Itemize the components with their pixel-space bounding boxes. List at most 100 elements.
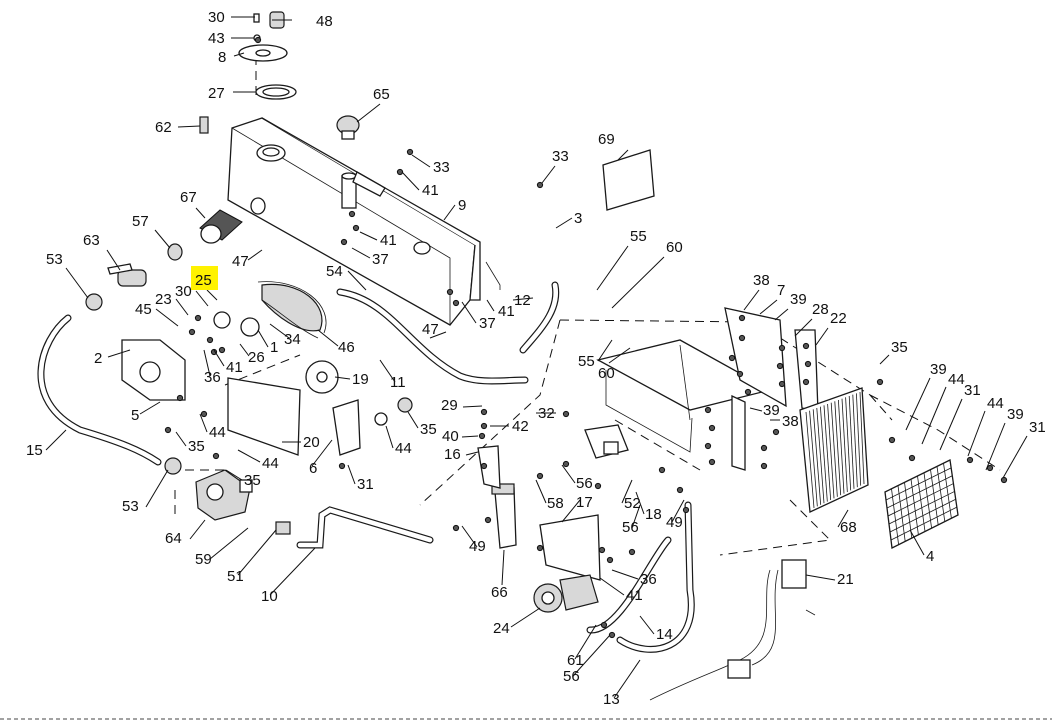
callout-41[interactable]: 41	[498, 303, 515, 320]
callout-53[interactable]: 53	[46, 251, 63, 268]
callout-16[interactable]: 16	[444, 446, 461, 463]
callout-58[interactable]: 58	[547, 495, 564, 512]
bolt-washer	[254, 36, 262, 44]
callout-52[interactable]: 52	[624, 495, 641, 512]
callout-32[interactable]: 32	[538, 405, 555, 422]
callout-54[interactable]: 54	[326, 263, 343, 280]
callout-4[interactable]: 4	[926, 548, 934, 565]
callout-27[interactable]: 27	[208, 85, 225, 102]
callout-57[interactable]: 57	[132, 213, 149, 230]
callout-36[interactable]: 36	[640, 571, 657, 588]
callout-33[interactable]: 33	[433, 159, 450, 176]
leader-line	[385, 425, 394, 449]
callout-24[interactable]: 24	[493, 620, 510, 637]
callout-33[interactable]: 33	[552, 148, 569, 165]
callout-29[interactable]: 29	[441, 397, 458, 414]
callout-31[interactable]: 31	[964, 382, 981, 399]
callout-31[interactable]: 31	[1029, 419, 1046, 436]
callout-3[interactable]: 3	[574, 210, 582, 227]
callout-39[interactable]: 39	[763, 402, 780, 419]
callout-11[interactable]: 11	[390, 374, 406, 391]
callout-25-highlighted[interactable]: 25	[195, 272, 212, 289]
callout-46[interactable]: 46	[338, 339, 355, 356]
callout-37[interactable]: 37	[372, 251, 389, 268]
callout-67[interactable]: 67	[180, 189, 197, 206]
callout-53[interactable]: 53	[122, 498, 139, 515]
callout-35[interactable]: 35	[891, 339, 908, 356]
callout-37[interactable]: 37	[479, 315, 496, 332]
callout-35[interactable]: 35	[420, 421, 437, 438]
callout-45[interactable]: 45	[135, 301, 152, 318]
callout-26[interactable]: 26	[248, 349, 265, 366]
callout-56[interactable]: 56	[576, 475, 593, 492]
callout-56[interactable]: 56	[563, 668, 580, 685]
callout-14[interactable]: 14	[656, 626, 673, 643]
callout-34[interactable]: 34	[284, 331, 301, 348]
mesh-line	[891, 488, 899, 545]
callout-1[interactable]: 1	[270, 339, 278, 356]
callout-41[interactable]: 41	[422, 182, 439, 199]
callout-64[interactable]: 64	[165, 530, 182, 547]
callout-30[interactable]: 30	[175, 283, 192, 300]
callout-35[interactable]: 35	[244, 472, 261, 489]
callout-41[interactable]: 41	[226, 359, 243, 376]
callout-36[interactable]: 36	[204, 369, 221, 386]
callout-44[interactable]: 44	[395, 440, 412, 457]
callout-41[interactable]: 41	[380, 232, 397, 249]
callout-18[interactable]: 18	[645, 506, 662, 523]
callout-7[interactable]: 7	[777, 282, 785, 299]
callout-30[interactable]: 30	[208, 9, 225, 26]
callout-39[interactable]: 39	[930, 361, 947, 378]
callout-12[interactable]: 12	[514, 292, 531, 309]
callout-9[interactable]: 9	[458, 197, 466, 214]
callout-2[interactable]: 2	[94, 350, 102, 367]
callout-61[interactable]: 61	[567, 652, 584, 669]
callout-49[interactable]: 49	[666, 514, 683, 531]
callout-62[interactable]: 62	[155, 119, 172, 136]
callout-55[interactable]: 55	[578, 353, 595, 370]
callout-15[interactable]: 15	[26, 442, 43, 459]
callout-47[interactable]: 47	[232, 253, 249, 270]
callout-44[interactable]: 44	[987, 395, 1004, 412]
callout-40[interactable]: 40	[442, 428, 459, 445]
callout-44[interactable]: 44	[262, 455, 279, 472]
callout-20[interactable]: 20	[303, 434, 320, 451]
callout-66[interactable]: 66	[491, 584, 508, 601]
cooler-fin	[809, 410, 818, 507]
callout-48[interactable]: 48	[316, 13, 333, 30]
callout-49[interactable]: 49	[469, 538, 486, 555]
callout-41[interactable]: 41	[626, 587, 643, 604]
callout-69[interactable]: 69	[598, 131, 615, 148]
callout-59[interactable]: 59	[195, 551, 212, 568]
callout-22[interactable]: 22	[830, 310, 847, 327]
callout-31[interactable]: 31	[357, 476, 374, 493]
callout-38[interactable]: 38	[782, 413, 799, 430]
callout-44[interactable]: 44	[948, 371, 965, 388]
callout-13[interactable]: 13	[603, 691, 620, 708]
callout-17[interactable]: 17	[576, 494, 593, 511]
callout-8[interactable]: 8	[218, 49, 226, 66]
callout-68[interactable]: 68	[840, 519, 857, 536]
callout-60[interactable]: 60	[598, 365, 615, 382]
callout-19[interactable]: 19	[352, 371, 369, 388]
callout-42[interactable]: 42	[512, 418, 529, 435]
callout-44[interactable]: 44	[209, 424, 226, 441]
callout-60[interactable]: 60	[666, 239, 683, 256]
callout-6[interactable]: 6	[309, 460, 317, 477]
callout-39[interactable]: 39	[1007, 406, 1024, 423]
callout-51[interactable]: 51	[227, 568, 244, 585]
callout-38[interactable]: 38	[753, 272, 770, 289]
callout-43[interactable]: 43	[208, 30, 225, 47]
callout-28[interactable]: 28	[812, 301, 829, 318]
callout-63[interactable]: 63	[83, 232, 100, 249]
callout-55[interactable]: 55	[630, 228, 647, 245]
callout-21[interactable]: 21	[837, 571, 854, 588]
callout-35[interactable]: 35	[188, 438, 205, 455]
callout-10[interactable]: 10	[261, 588, 278, 605]
callout-39[interactable]: 39	[790, 291, 807, 308]
callout-65[interactable]: 65	[373, 86, 390, 103]
callout-5[interactable]: 5	[131, 407, 139, 424]
callout-23[interactable]: 23	[155, 291, 172, 308]
callout-56[interactable]: 56	[622, 519, 639, 536]
callout-47[interactable]: 47	[422, 321, 439, 338]
